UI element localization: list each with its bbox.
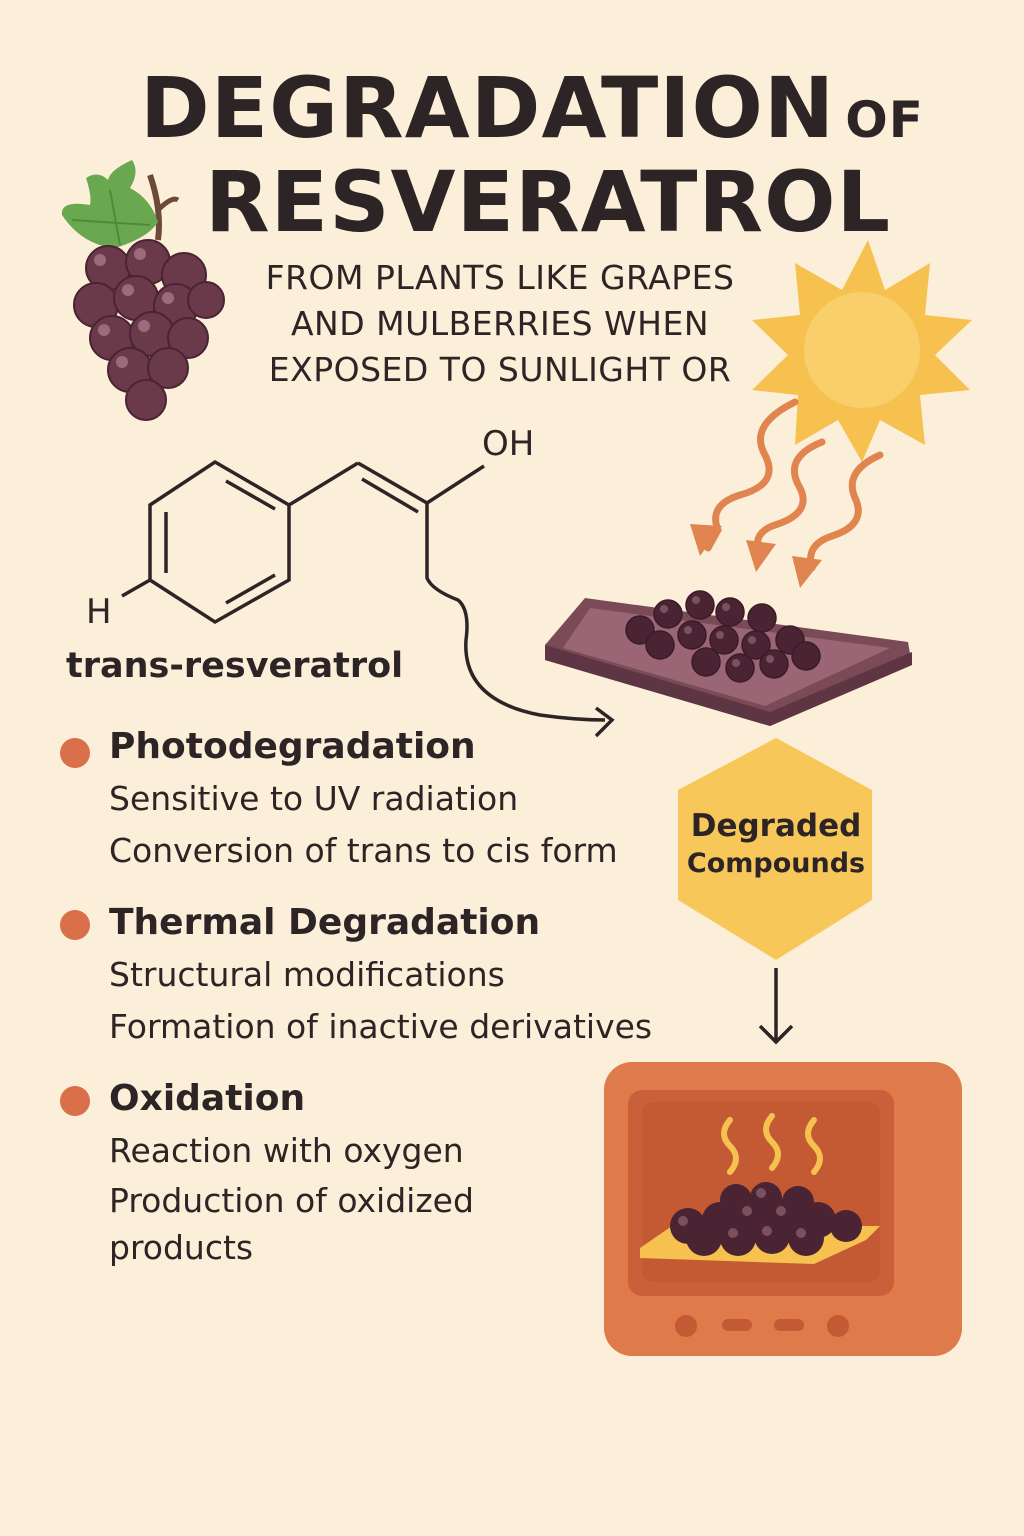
molecule-name: trans-resveratrol [66,646,404,686]
oh-label: OH [482,424,535,464]
mechanism-heading: Photodegradation [109,726,476,767]
grape-tray-icon [545,590,912,726]
mechanism-detail: Formation of inactive derivatives [109,1007,653,1046]
benzene-ring-structure [121,459,615,738]
bullet-icon [60,910,90,940]
steam-icon [721,1113,823,1175]
mechanism-detail: Sensitive to UV radiation [109,779,519,818]
title-of: OF [845,91,924,149]
mechanism-heading: Thermal Degradation [109,902,541,943]
mechanism-detail: products [109,1228,254,1267]
subtitle-line: AND MULBERRIES WHEN [290,304,710,343]
bullet-icon [60,738,90,768]
mechanism-detail: Production of oxidized [109,1181,474,1220]
degraded-compounds-hexagon [678,738,872,960]
mechanism-heading: Oxidation [109,1078,306,1119]
mechanism-detail: Reaction with oxygen [109,1131,464,1170]
sun-icon [752,240,972,462]
h-label: H [86,592,112,632]
grape-cluster-icon [61,160,225,421]
uv-ray-arrow-icon [704,398,884,572]
subtitle-line: EXPOSED TO SUNLIGHT OR [268,350,732,389]
title-line-2: RESVERATROL [205,153,892,251]
subtitle: FROM PLANTS LIKE GRAPES AND MULBERRIES W… [200,255,800,393]
degraded-label: Degraded [690,808,862,844]
compounds-label: Compounds [686,848,866,879]
down-arrow-icon [758,968,794,1045]
mechanism-detail: Conversion of trans to cis form [109,831,618,870]
bullet-icon [60,1086,90,1116]
mechanism-detail: Structural modifications [109,955,505,994]
oven-icon [604,1062,962,1356]
subtitle-line: FROM PLANTS LIKE GRAPES [265,258,735,297]
degraded-compounds-label: Degraded Compounds [668,806,884,882]
